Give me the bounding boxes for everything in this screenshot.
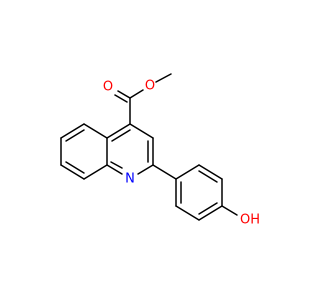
bond-c4-c3: [129, 123, 154, 139]
bond-c7-c8: [60, 164, 85, 180]
bond-c4a-c4-inner: [111, 129, 131, 142]
bond-c8-c8a: [83, 164, 108, 180]
bond-methyl-o: [155, 73, 172, 83]
bond-c4a-c5: [83, 123, 108, 139]
bond-c5-c6: [60, 123, 85, 139]
atom-hydroxyl: OH: [240, 213, 260, 228]
bonds: [60, 73, 238, 221]
bond-phenol-oh: [221, 205, 238, 216]
atom-o-methoxy: O: [145, 79, 155, 94]
bond-p3-p4: [198, 205, 223, 221]
bond-p5-p6-inner: [198, 170, 218, 183]
atom-o-carbonyl: O: [103, 80, 113, 95]
bond-c5-c6-inner: [65, 129, 85, 142]
bond-c7-c8-inner: [65, 161, 85, 174]
bond-carbonyl-double-b: [114, 94, 128, 103]
molecule-structure: O O N OH: [60, 73, 260, 228]
atom-n-ring: N: [125, 172, 135, 187]
bond-n-c8a: [106, 164, 123, 175]
bond-p5-p6: [198, 164, 223, 180]
bond-c2-n: [137, 164, 154, 175]
bond-n-c8a-inner: [110, 161, 123, 169]
bond-p2-p3: [175, 205, 200, 221]
bond-p6-p1: [175, 164, 200, 180]
bond-c2-phenyl: [152, 164, 177, 180]
bond-carbonyl-double-a: [117, 90, 131, 99]
bond-p3-p4-inner: [198, 202, 218, 215]
bond-o-carbonyl-c: [129, 89, 144, 99]
atom-labels: O O N OH: [103, 79, 260, 228]
bond-c4a-c4: [106, 123, 131, 139]
